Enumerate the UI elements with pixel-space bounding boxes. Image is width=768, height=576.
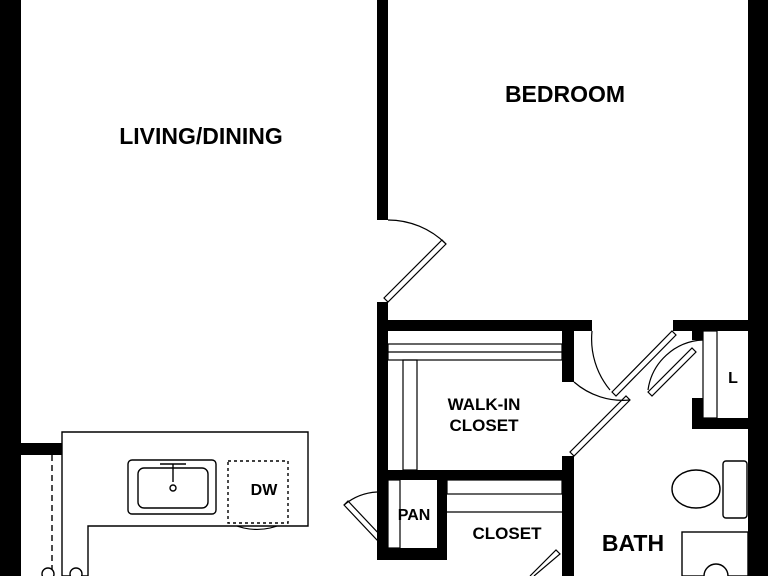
vanity-sink xyxy=(703,563,729,576)
walkin-shelf-left xyxy=(402,359,418,471)
wall-bedroom-bottom-left xyxy=(377,320,592,331)
doors xyxy=(231,219,704,576)
linen-shelf xyxy=(702,330,718,419)
door-bedroom-leaf xyxy=(383,239,447,303)
room-label-bedroom: BEDROOM xyxy=(505,81,625,107)
wall-bedroom-bottom-right xyxy=(673,320,748,331)
toilet-bowl xyxy=(671,469,721,509)
wall-right-exterior xyxy=(748,0,768,576)
range-burner-2 xyxy=(69,567,83,576)
toilet-tank xyxy=(722,460,748,519)
door-pantry-swing xyxy=(343,491,378,506)
wall-walkin-bottom xyxy=(377,470,574,480)
room-label-closet: CLOSET xyxy=(473,524,543,543)
door-closet-leaf xyxy=(529,549,561,576)
closet-shelving xyxy=(387,330,718,549)
wall-pantry-bottom xyxy=(377,548,447,560)
closet-shelf xyxy=(446,479,563,495)
wall-kitchen-stub xyxy=(0,443,62,455)
wall-bedroom-left-lower xyxy=(377,302,388,548)
wall-linen-left xyxy=(692,320,703,340)
wall-linen-bottom xyxy=(692,418,748,429)
wall-walkin-right xyxy=(562,320,574,382)
room-label-pantry: PAN xyxy=(398,507,431,524)
door-walkin-leaf xyxy=(569,395,631,457)
door-walkin-swing xyxy=(573,381,631,401)
sink-drain xyxy=(169,484,177,492)
room-label-bath: BATH xyxy=(602,530,664,556)
kitchen xyxy=(41,431,309,576)
door-bedroom-swing xyxy=(387,219,447,245)
room-label-linen: L xyxy=(728,370,738,387)
wall-walkin-right-lower xyxy=(562,456,574,576)
pantry-shelf xyxy=(387,479,401,549)
bath-fixtures xyxy=(671,460,749,576)
room-label-walkin-line1: WALK-IN xyxy=(448,395,521,414)
range-burner-1 xyxy=(41,567,55,576)
door-pantry-leaf xyxy=(343,500,382,541)
door-bath-leaf xyxy=(611,330,677,397)
door-linen-leaf xyxy=(647,347,697,397)
wall-bedroom-left xyxy=(377,0,388,220)
door-bath-swing xyxy=(591,330,611,391)
dishwasher-outline xyxy=(227,460,289,524)
walkin-shelving xyxy=(387,343,563,471)
room-labels: LIVING/DINING BEDROOM WALK-IN CLOSET PAN… xyxy=(119,81,738,556)
wall-linen-left-lower xyxy=(692,398,703,429)
wall-pantry-right xyxy=(437,470,447,550)
door-linen-swing xyxy=(647,339,704,391)
fixture-label-dishwasher: DW xyxy=(251,482,279,499)
room-label-walkin-line2: CLOSET xyxy=(450,416,520,435)
wall-left-exterior xyxy=(0,0,21,576)
room-label-living-dining: LIVING/DINING xyxy=(119,123,283,149)
